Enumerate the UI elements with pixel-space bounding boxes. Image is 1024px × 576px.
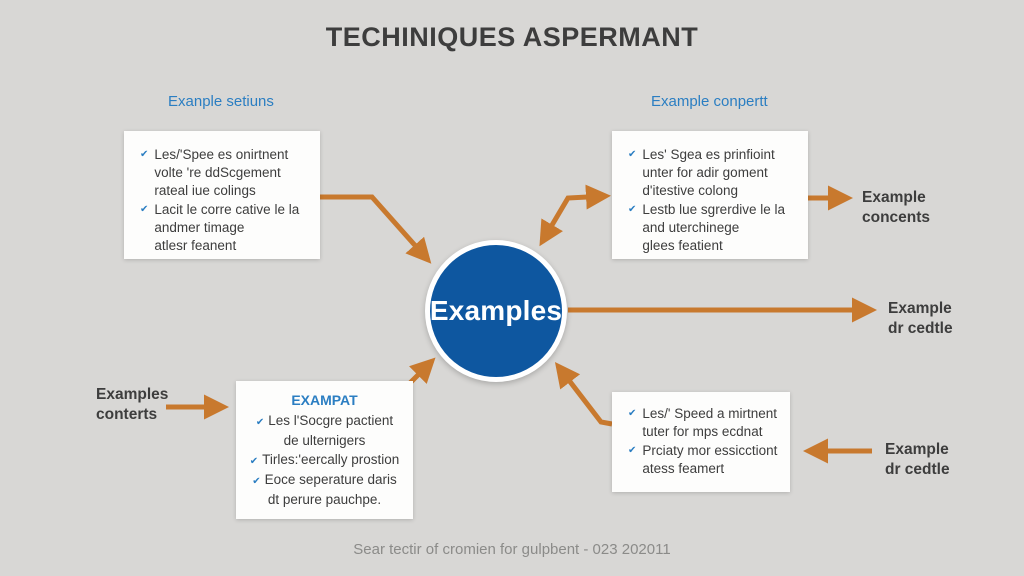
arrow-topleft-box-to-circle (320, 194, 432, 264)
bullet-line: ✔Les l'Socgre pactient (242, 412, 407, 432)
side-label-line: Example (862, 189, 926, 206)
bullet-line: Les/' Speed a mirtnent (642, 406, 778, 421)
bullet-item: ✔ Les/' Speed a mirtnent tuter for mps e… (628, 405, 782, 441)
bullet-line: Lestb lue sgrerdive le la (642, 202, 785, 217)
bullet-item: ✔ Les' Sgea es prinfioint unter for adir… (628, 146, 800, 200)
side-label-line: Example (885, 441, 949, 458)
side-label-line: conterts (96, 405, 158, 423)
side-label-left: Examples conterts (96, 385, 168, 424)
bullet-line: Les/'Spee es onirtnent (154, 147, 289, 162)
central-node: Examples (425, 240, 567, 382)
bullet-text: de ulternigers (283, 433, 366, 448)
check-icon: ✔ (628, 445, 637, 456)
bullet-line: ✔Eoce seperature daris (242, 471, 407, 491)
bullet-line: and uterchinege (642, 220, 740, 235)
bullet-item: ✔ Les/'Spee es onirtnent volte 're ddScg… (140, 146, 312, 200)
bullet-line: Prciaty mor essicctiont (642, 443, 778, 458)
bullet-item: ✔ Lacit le corre cative le la andmer tim… (140, 201, 312, 255)
bullet-text: dt perure pauchpe. (267, 491, 382, 507)
bottom-right-box: ✔ Les/' Speed a mirtnent tuter for mps e… (612, 392, 790, 492)
box-title: EXAMPAT (291, 392, 358, 408)
check-icon: ✔ (628, 408, 637, 419)
bullet-line: volte 're ddScgement (154, 165, 281, 180)
bullet-line: atlesr feanent (154, 238, 237, 253)
check-icon: ✔ (140, 204, 149, 215)
bullet-text: Prciaty mor essicctiont atess feamert (642, 442, 777, 478)
check-icon: ✔ (140, 149, 149, 160)
bullet-line: glees featient (642, 238, 723, 253)
bullet-line: Les' Sgea es prinfioint (642, 147, 775, 162)
section-label-top-left: Exanple setiuns (168, 93, 274, 110)
central-node-label: Examples (429, 295, 563, 326)
check-icon: ✔ (255, 417, 265, 428)
bullet-line: d'itestive colong (642, 183, 739, 198)
bullet-line: tuter for mps ecdnat (642, 424, 763, 439)
bullet-text: Lestb lue sgrerdive le la and uterchineg… (642, 201, 785, 255)
arrow-circle-topright-box (539, 184, 611, 247)
check-icon: ✔ (628, 204, 637, 215)
bottom-left-box: EXAMPAT ✔Les l'Socgre pactient de ultern… (236, 381, 413, 519)
check-icon: ✔ (252, 475, 261, 487)
side-label-line: dr cedtle (885, 460, 950, 478)
top-left-box: ✔ Les/'Spee es onirtnent volte 're ddScg… (124, 131, 320, 259)
bullet-line: rateal iue colings (154, 183, 256, 198)
bullet-text: Les l'Socgre pactient (268, 413, 394, 428)
side-label-right-bottom: Example dr cedtle (885, 440, 950, 479)
bullet-line: de ulternigers (242, 432, 407, 451)
bullet-item: ✔ Lestb lue sgrerdive le la and uterchin… (628, 201, 800, 255)
side-label-line: Examples (96, 386, 169, 403)
bullet-item: ✔ Prciaty mor essicctiont atess feamert (628, 442, 782, 478)
bullet-text: Les/'Spee es onirtnent volte 're ddScgem… (154, 146, 288, 200)
bullet-line: dt perure pauchpe. (242, 491, 407, 510)
check-icon: ✔ (628, 149, 637, 160)
bullet-text: Les' Sgea es prinfioint unter for adir g… (642, 146, 774, 200)
footer-caption: Sear tectir of cromien for gulpbent - 02… (353, 541, 671, 558)
side-label-line: dr cedtle (888, 319, 953, 337)
bullet-line: atess feamert (642, 461, 725, 476)
bullet-text: Tirles:'eercally prostion (262, 451, 400, 467)
side-label-right-middle: Example dr cedtle (888, 299, 953, 338)
bullet-text: Eoce seperature daris (264, 471, 397, 487)
bullet-text: Lacit le corre cative le la andmer timag… (154, 201, 299, 255)
bullet-line: ✔Tirles:'eercally prostion (242, 451, 407, 471)
top-right-box: ✔ Les' Sgea es prinfioint unter for adir… (612, 131, 808, 259)
bullet-line: andmer timage (154, 220, 245, 235)
page-title: TECHINIQUES ASPERMANT (325, 22, 699, 52)
bullet-text: Les/' Speed a mirtnent tuter for mps ecd… (642, 405, 777, 441)
side-label-line: concents (862, 208, 931, 226)
side-label-line: Example (888, 300, 952, 317)
side-label-right-top: Example concents (862, 188, 930, 227)
bullet-line: unter for adir goment (642, 165, 768, 180)
arrow-bottomright-box-to-circle (554, 362, 613, 427)
bullet-line: Lacit le corre cative le la (154, 202, 300, 217)
check-icon: ✔ (249, 455, 259, 467)
section-label-top-right: Example conpertt (651, 93, 768, 110)
